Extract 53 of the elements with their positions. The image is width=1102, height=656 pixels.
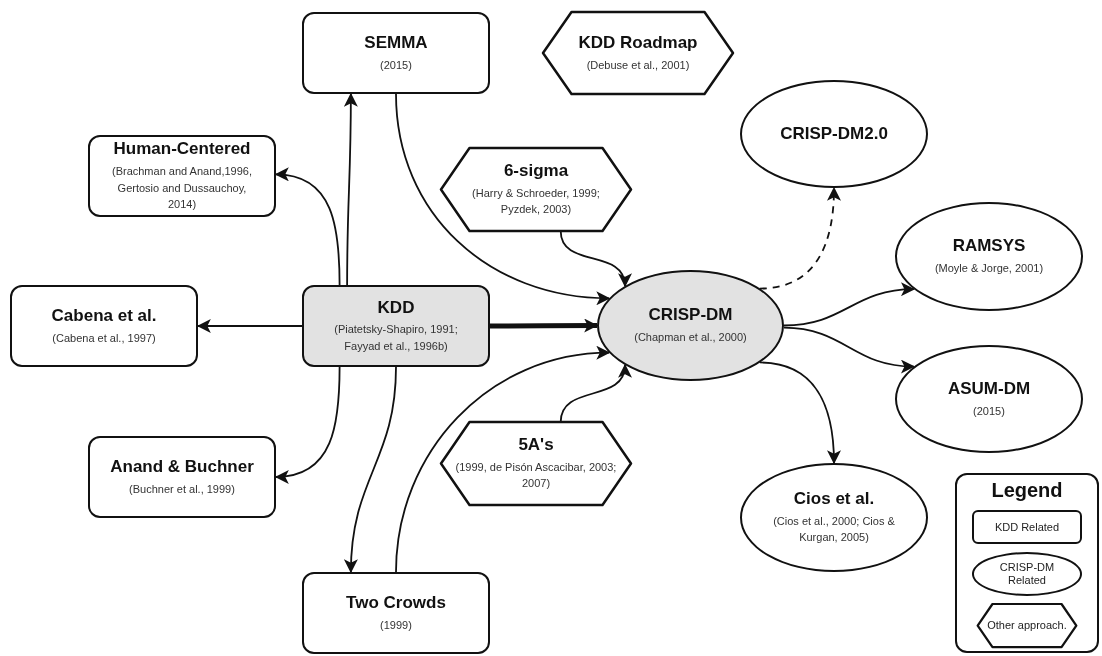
node-title: RAMSYS [952,236,1026,256]
node-title: 6-sigma [503,161,569,181]
process-box [302,572,490,654]
approach-hexagon [441,422,631,505]
arrow [274,366,341,483]
node-title: CRISP-DM2.0 [780,124,888,144]
arrow [783,282,915,327]
node-citation: (2015) [379,57,413,73]
node-title: Cios et al. [793,489,875,509]
arrow [783,326,915,373]
arrow [395,346,611,573]
arrow [343,92,358,286]
node-citation: (Piatetsky-Shapiro, 1991; Fayyad et al., 1996b) [333,322,459,354]
approach-hexagon [441,148,631,231]
node-citation: (1999) [379,617,413,633]
node-citation: (Cabena et al., 1997) [51,330,157,346]
node-title: Two Crowds [346,592,446,613]
node-title: KDD [377,297,415,318]
process-box [88,436,276,518]
process-box [10,285,198,367]
node-title: KDD Roadmap [578,32,698,53]
process-box [302,285,490,367]
node-title: 5A's [518,435,554,455]
node-citation: (Buchner et al., 1999) [128,481,236,497]
node-citation: (Moyle & Jorge, 2001) [933,261,1045,276]
node-citation: (Cios et al., 2000; Cios & Kurgan, 2005) [772,513,896,546]
node-title: Anand & Buchner [110,456,254,477]
node-citation: (Chapman et al., 2000) [633,330,748,345]
arrow [274,168,341,286]
arrow [344,366,397,574]
arrow [196,319,303,333]
node-title: Human-Centered [113,139,251,160]
node-citation: (2015) [972,403,1006,419]
arrow [395,93,611,305]
process-box [302,12,490,94]
node-citation: (1999, de Pisón Ascacibar, 2003; 2007) [454,459,618,492]
node-title: ASUM-DM [947,378,1031,399]
arrow [758,186,841,290]
node-title: Cabena et al. [51,305,157,326]
process-box [88,135,276,217]
node-title: CRISP-DM [648,305,733,325]
legend-text: KDD Related [993,520,1061,534]
node-citation: (Harry & Schroeder, 1999; Pyzdek, 2003) [471,185,601,218]
legend-text: CRISP-DM Related [998,561,1056,588]
arrow [758,361,841,465]
arrow [559,363,631,423]
node-title: SEMMA [364,32,428,53]
legend-title: Legend [991,479,1063,502]
approach-hexagon [543,12,733,94]
arrow [490,318,599,333]
node-citation: (Brachman and Anand,1996, Gertosio and Dussauchoy, 2014) [110,164,253,213]
legend-text: Other approach. [986,618,1068,633]
node-citation: (Debuse et al., 2001) [585,57,691,73]
